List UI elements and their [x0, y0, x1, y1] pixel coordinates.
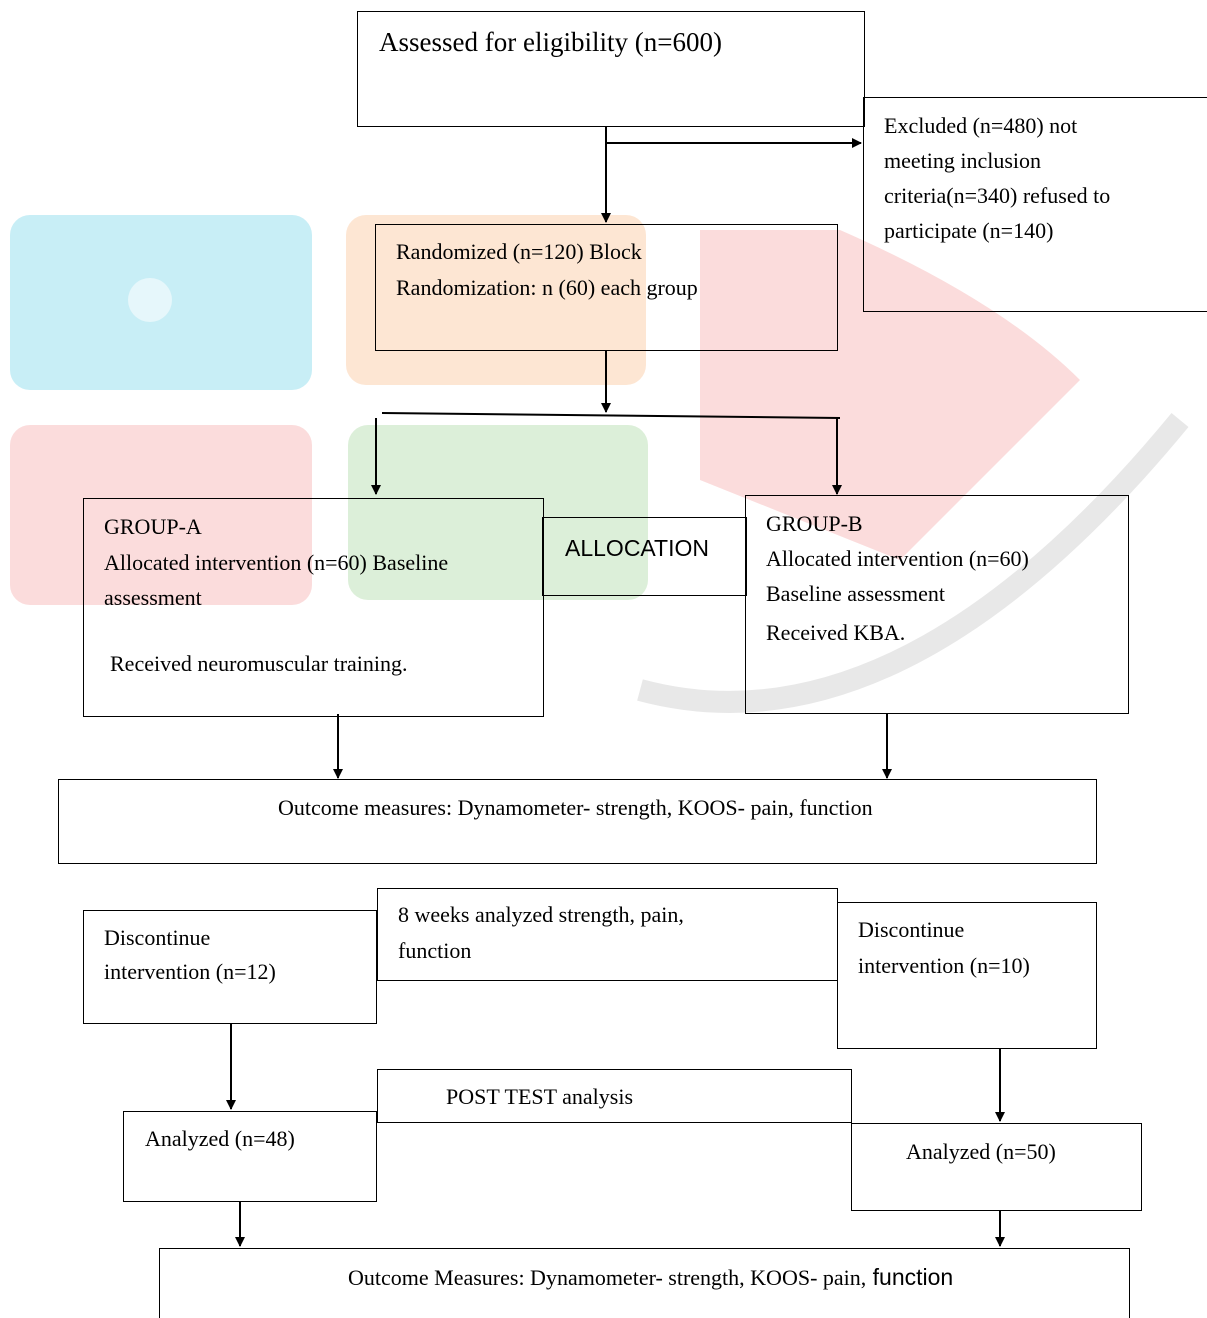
watermark-orange-tile [346, 215, 646, 385]
post-test-box: POST TEST analysis [377, 1069, 852, 1123]
outcome-final-part-2: function [866, 1264, 954, 1290]
group-a-line-1: Allocated intervention (n=60) Baseline [104, 550, 449, 575]
watermark-blue-dot [128, 278, 172, 322]
discontinue-b-line-2: intervention (n=10) [858, 953, 1030, 978]
allocation-label: ALLOCATION [565, 535, 709, 561]
group-a-box: GROUP-A Allocated intervention (n=60) Ba… [83, 498, 544, 717]
assessed-text: Assessed for eligibility (n=600) [379, 27, 722, 57]
allocation-box: ALLOCATION [542, 517, 747, 596]
group-a-line-2: assessment [104, 585, 202, 610]
post-test-text: POST TEST analysis [446, 1084, 634, 1109]
eight-weeks-line-2: function [398, 938, 472, 963]
eight-weeks-box: 8 weeks analyzed strength, pain, functio… [377, 888, 838, 981]
discontinue-b-line-1: Discontinue [858, 917, 965, 942]
group-b-line-3: Received KBA. [766, 620, 906, 645]
excluded-line-4: participate (n=140) [884, 218, 1054, 243]
outcome-measures-final-text: Outcome Measures: Dynamometer- strength,… [348, 1260, 953, 1295]
analyzed-b-text: Analyzed (n=50) [906, 1139, 1056, 1164]
group-b-line-2: Baseline assessment [766, 581, 946, 606]
group-a-line-3: Received neuromuscular training. [110, 651, 408, 676]
analyzed-b-box: Analyzed (n=50) [851, 1123, 1142, 1211]
analyzed-a-box: Analyzed (n=48) [123, 1111, 377, 1202]
outcome-measures-box: Outcome measures: Dynamometer- strength,… [58, 779, 1097, 864]
discontinue-a-line-1: Discontinue [104, 925, 211, 950]
excluded-line-3: criteria(n=340) refused to [884, 183, 1111, 208]
outcome-measures-text: Outcome measures: Dynamometer- strength,… [278, 795, 873, 820]
watermark-red-shape [700, 230, 1080, 560]
randomized-line-2: Randomization: n (60) each group [396, 275, 698, 300]
group-b-box: GROUP-B Allocated intervention (n=60) Ba… [745, 495, 1129, 714]
analyzed-a-text: Analyzed (n=48) [145, 1126, 295, 1151]
watermark-green-tile [348, 425, 648, 600]
group-b-title: GROUP-B [766, 511, 863, 536]
excluded-line-1: Excluded (n=480) not [884, 113, 1078, 138]
discontinue-a-box: Discontinue intervention (n=12) [83, 910, 377, 1024]
excluded-box: Excluded (n=480) not meeting inclusion c… [863, 97, 1207, 312]
discontinue-a-line-2: intervention (n=12) [104, 959, 276, 984]
group-b-line-1: Allocated intervention (n=60) [766, 546, 1029, 571]
outcome-final-part-1: Outcome Measures: Dynamometer- strength,… [348, 1265, 867, 1290]
allocation-split-line [381, 412, 841, 419]
watermark-gray-swoosh [637, 413, 1189, 713]
excluded-line-2: meeting inclusion [884, 148, 1042, 173]
eight-weeks-line-1: 8 weeks analyzed strength, pain, [398, 902, 684, 927]
randomized-line-1: Randomized (n=120) Block [396, 239, 642, 264]
group-a-title: GROUP-A [104, 514, 202, 539]
outcome-measures-final-box: Outcome Measures: Dynamometer- strength,… [159, 1248, 1130, 1318]
discontinue-b-box: Discontinue intervention (n=10) [837, 902, 1097, 1049]
assessed-box: Assessed for eligibility (n=600) [357, 11, 865, 127]
watermark-red-tile [10, 425, 312, 605]
randomized-box: Randomized (n=120) Block Randomization: … [375, 224, 838, 351]
